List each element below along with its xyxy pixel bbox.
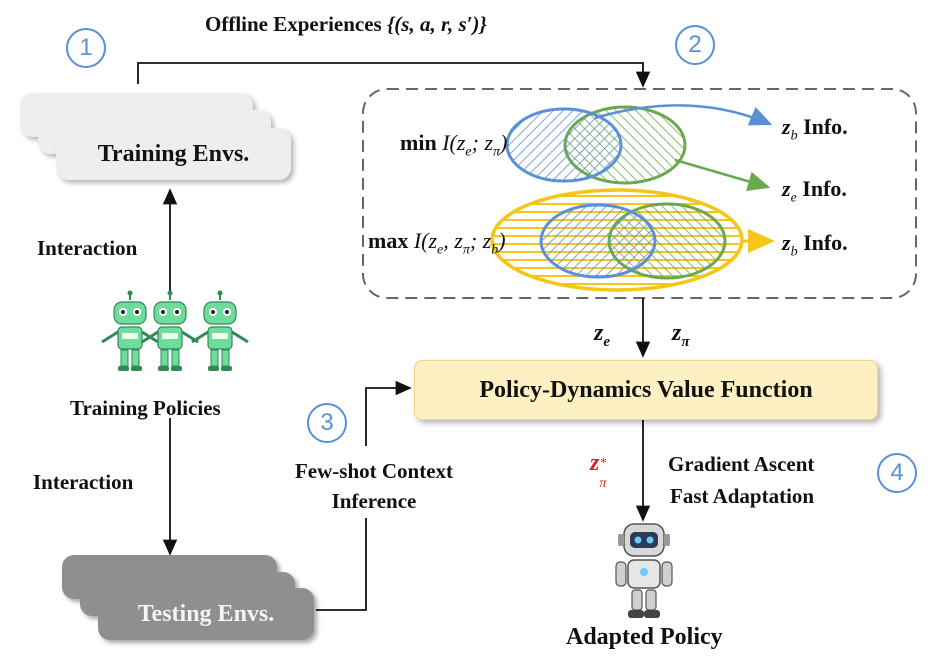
ze-info-text: Info. (802, 176, 847, 201)
max-expr-open: I(z (413, 228, 438, 253)
zstar-sup: * (599, 456, 607, 471)
context-line-1: Few-shot Context (294, 459, 454, 483)
ze-embedding-sub: e (603, 333, 611, 350)
step-4-badge: 4 (877, 453, 917, 493)
min-expr-open: I(z (442, 130, 466, 155)
zpi-embedding-sub: π (681, 333, 690, 350)
min-operator: min (400, 130, 437, 155)
max-sep1: , z (443, 228, 463, 253)
max-close: ) (498, 228, 506, 253)
min-mi-expression: min I(ze; zπ) (400, 130, 507, 160)
step-1-badge: 1 (66, 28, 106, 68)
gradient-line-2: Fast Adaptation (670, 484, 815, 508)
ze-embedding-var: z (594, 320, 604, 346)
min-sub-pi: π (493, 144, 501, 160)
zb-info-1-text: Info. (803, 114, 848, 139)
zb-info-2-var: z (782, 230, 791, 255)
z-pi-star-label: z* π (590, 450, 613, 491)
context-inference-label: Few-shot Context Inference (276, 456, 472, 516)
venn-min (505, 104, 773, 192)
min-close: ) (500, 130, 508, 155)
context-inference-arrow (316, 380, 412, 611)
zb-info-1-sub: b (790, 128, 798, 144)
offline-experiences-label: Offline Experiences {(s, a, r, s′)} (205, 12, 487, 37)
max-mi-expression: max I(ze, zπ; zb) (368, 228, 506, 258)
zb-info-1-var: z (782, 114, 791, 139)
ze-info-label: ze Info. (782, 176, 847, 206)
step-3-badge: 3 (307, 403, 347, 443)
max-operator: max (368, 228, 409, 253)
max-sub-b: b (491, 242, 499, 258)
zpi-embedding-var: z (672, 320, 682, 346)
testing-envs-label: Testing Envs. (137, 600, 275, 627)
offline-experiences-tuple: {(s, a, r, s′)} (386, 12, 487, 36)
adapted-robot (615, 523, 673, 618)
policy-dynamics-value-function-box: Policy-Dynamics Value Function (414, 360, 878, 420)
zstar-sub: π (599, 476, 607, 491)
offline-connector-arrow (137, 62, 651, 88)
adapted-policy-label: Adapted Policy (566, 624, 723, 650)
max-sub-pi: π (462, 242, 470, 258)
min-sub-e: e (465, 144, 472, 160)
training-robots (101, 290, 249, 371)
training-envs-box: Training Envs. (56, 128, 291, 180)
testing-envs-box: Testing Envs. (98, 588, 314, 640)
gradient-line-1: Gradient Ascent (668, 452, 815, 476)
ze-embedding-label: ze (594, 320, 610, 351)
ze-info-sub: e (790, 190, 797, 206)
training-policies-label: Training Policies (70, 396, 221, 420)
context-line-2: Inference (331, 489, 417, 513)
interaction-top-label: Interaction (37, 236, 138, 260)
zb-info-label-2: zb Info. (782, 230, 848, 260)
interaction-bottom-label: Interaction (33, 470, 134, 494)
zstar-var: z (590, 450, 600, 476)
max-sub-e: e (437, 242, 444, 258)
gradient-ascent-label: Gradient Ascent Fast Adaptation (668, 448, 814, 512)
pdvf-label: Policy-Dynamics Value Function (479, 376, 813, 403)
venn-max (490, 188, 775, 292)
step-2-badge: 2 (675, 25, 715, 65)
min-sep: ; z (471, 130, 494, 155)
info-box-border (362, 88, 917, 299)
training-envs-label: Training Envs. (97, 140, 250, 167)
ze-info-var: z (782, 176, 791, 201)
zb-info-2-sub: b (790, 244, 798, 260)
zpi-embedding-label: zπ (672, 320, 690, 351)
offline-experiences-text: Offline Experiences (205, 12, 382, 36)
max-sep2: ; z (469, 228, 492, 253)
zb-info-label-1: zb Info. (782, 114, 848, 144)
zb-info-2-text: Info. (803, 230, 848, 255)
